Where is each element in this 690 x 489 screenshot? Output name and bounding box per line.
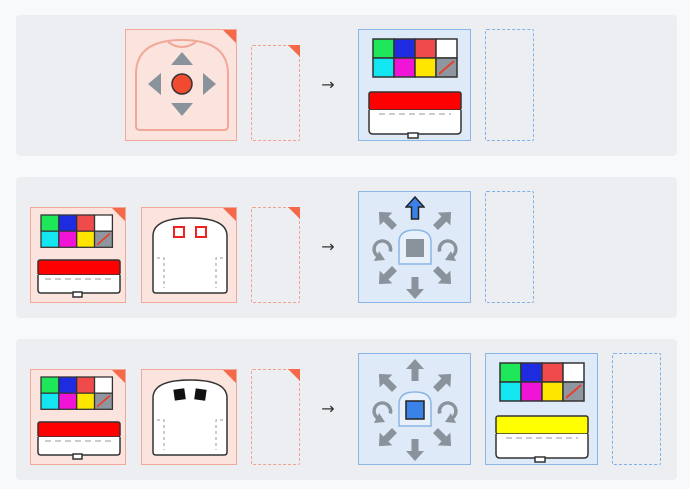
empty-action-slot[interactable] (612, 353, 661, 465)
move-stop-icon (372, 359, 458, 461)
direction-arrow-icon (429, 424, 458, 453)
palette-swatch (372, 38, 395, 59)
screen-palette-condition-card[interactable] (30, 207, 126, 303)
direction-arrow-icon (406, 277, 424, 299)
forward-arrow-highlighted-icon (405, 196, 425, 220)
rotate-right-icon (437, 239, 458, 261)
screen-palette-condition-card[interactable] (30, 369, 126, 465)
robot-outline-condition-card[interactable] (141, 207, 237, 303)
empty-condition-slot[interactable] (251, 369, 300, 465)
palette-swatch (58, 230, 78, 248)
palette-swatch (414, 57, 437, 78)
palette-swatch (541, 381, 564, 402)
empty-action-slot[interactable] (485, 29, 534, 141)
empty-condition-slot[interactable] (251, 207, 300, 303)
flow-arrow: → (321, 399, 335, 418)
empty-condition-slot[interactable] (251, 45, 300, 141)
palette-swatch (40, 376, 60, 394)
palette-swatch (76, 392, 96, 410)
palette-swatch (40, 392, 60, 410)
palette-swatch (372, 57, 395, 78)
flow-arrow: → (321, 237, 335, 256)
palette-swatch (435, 38, 458, 59)
dpad-condition-card[interactable] (125, 29, 237, 141)
direction-arrow-icon (429, 205, 458, 234)
screen-palette-yellow-icon (495, 362, 589, 463)
direction-arrow-icon (429, 367, 458, 396)
direction-arrow-icon (372, 262, 401, 291)
dpad-icon (135, 38, 229, 131)
robot-sensor-filled-icon (152, 379, 228, 456)
palette-swatch (40, 230, 60, 248)
robot-sensor-outline-icon (152, 217, 228, 294)
palette-swatch (499, 381, 522, 402)
rotate-right-icon (437, 401, 458, 423)
program-row-2: → (16, 177, 677, 318)
palette-swatch (520, 362, 543, 383)
flow-arrow: → (321, 75, 335, 94)
no-color-slash (438, 60, 455, 75)
direction-arrow-icon (372, 367, 401, 396)
move-forward-icon (372, 196, 458, 299)
palette-swatch (58, 376, 78, 394)
rotate-left-icon (372, 401, 393, 423)
palette-swatch (76, 376, 96, 394)
rotate-left-icon (372, 239, 393, 261)
screen-palette-icon (37, 376, 121, 460)
palette-swatch (58, 392, 78, 410)
direction-arrow-icon (406, 359, 424, 381)
stop-square-icon (406, 239, 424, 257)
palette-swatch (414, 38, 437, 59)
direction-arrow-icon (372, 424, 401, 453)
palette-swatch (76, 230, 96, 248)
move-forward-action-card[interactable] (358, 191, 471, 303)
palette-swatch (393, 38, 416, 59)
direction-arrow-icon (406, 439, 424, 461)
program-row-3: → (16, 339, 677, 480)
program-row-1: → (16, 15, 677, 156)
card-corner-marker (223, 30, 236, 43)
direction-arrow-icon (429, 262, 458, 291)
no-color-slash (565, 384, 582, 399)
direction-arrow-icon (372, 205, 401, 234)
palette-swatch (93, 376, 114, 394)
no-color-slash (96, 395, 111, 408)
move-stop-action-card[interactable] (358, 353, 471, 465)
stop-square-highlighted-icon (405, 400, 425, 420)
palette-swatch (393, 57, 416, 78)
palette-swatch (499, 362, 522, 383)
screen-palette-action-card[interactable] (358, 29, 471, 141)
no-color-slash (96, 233, 111, 246)
palette-swatch (40, 214, 60, 232)
palette-swatch (562, 362, 585, 383)
screen-palette-icon (368, 38, 462, 139)
palette-swatch (520, 381, 543, 402)
screen-palette-yellow-action-card[interactable] (485, 353, 598, 465)
empty-action-slot[interactable] (485, 191, 534, 303)
palette-swatch (58, 214, 78, 232)
palette-swatch (76, 214, 96, 232)
palette-swatch (541, 362, 564, 383)
screen-palette-icon (37, 214, 121, 298)
robot-filled-condition-card[interactable] (141, 369, 237, 465)
palette-swatch (93, 214, 114, 232)
